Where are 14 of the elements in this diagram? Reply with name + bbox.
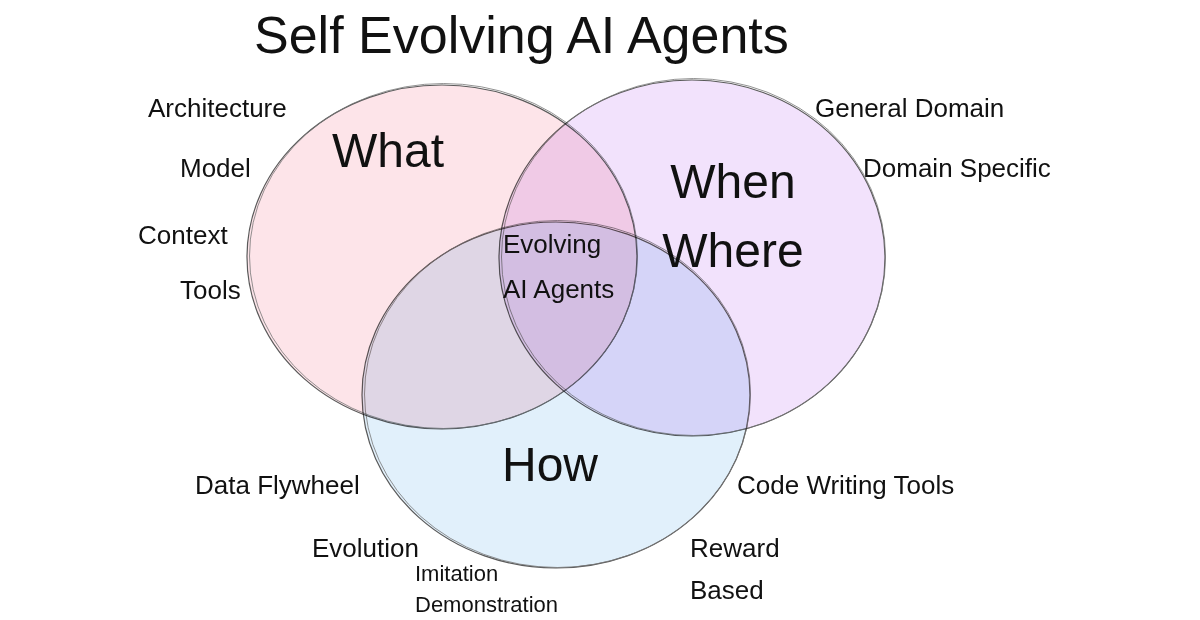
- intersection-label: Evolving AI Agents: [503, 228, 616, 306]
- topic-label: Architecture: [148, 92, 288, 124]
- diagram-title: Self Evolving AI Agents: [254, 5, 789, 66]
- topic-label: Context: [138, 219, 229, 251]
- topic-label: General Domain: [815, 92, 1006, 124]
- circle-label: How: [501, 437, 599, 493]
- circle-label: When Where: [661, 153, 805, 279]
- topic-label: Domain Specific: [863, 152, 1052, 184]
- topic-label: Code Writing Tools: [737, 469, 956, 501]
- circle-label: What: [331, 123, 445, 179]
- topic-label: Reward Based: [690, 532, 781, 607]
- topic-label: Data Flywheel: [195, 469, 361, 501]
- topic-label: Model: [180, 152, 252, 184]
- topic-label: Tools: [180, 274, 242, 306]
